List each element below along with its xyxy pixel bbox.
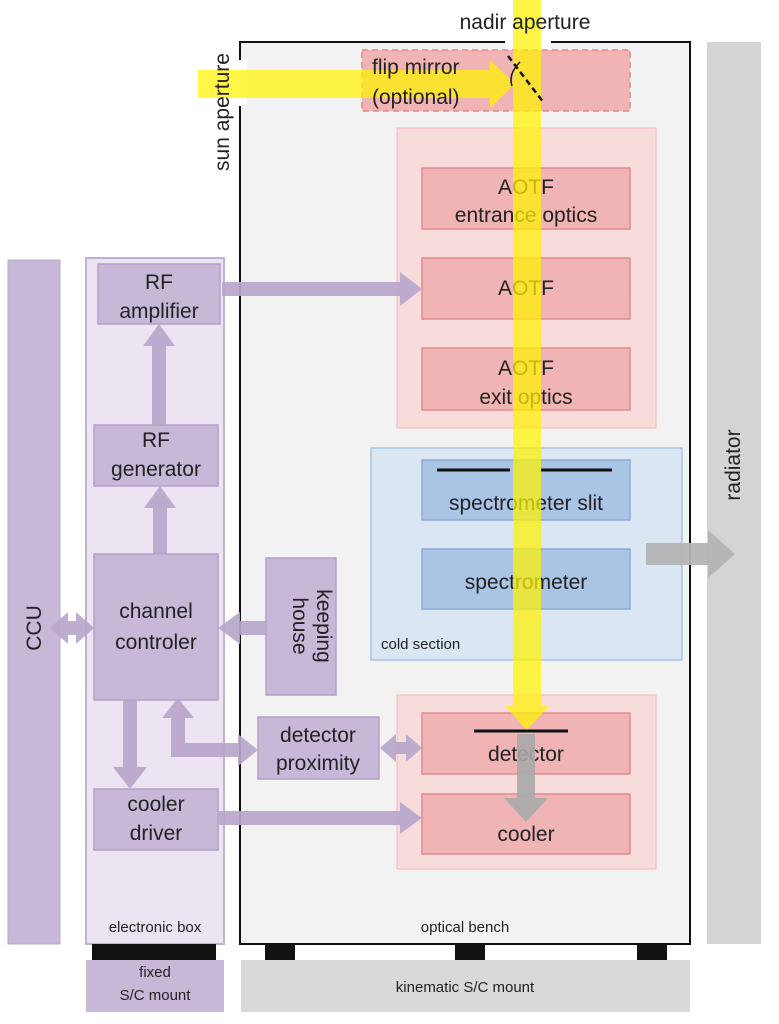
rf-amplifier-label-line1: RF	[145, 271, 173, 294]
radiator-label: radiator	[722, 429, 745, 500]
detector-proximity-label-line1: detector	[280, 724, 356, 747]
cooler-driver-label-line2: driver	[130, 822, 183, 845]
ccu-panel	[7, 259, 61, 945]
detector-proximity-label-line2: proximity	[276, 752, 361, 775]
arrow-channel-to-cooler-driver	[113, 700, 147, 789]
fixed-mount	[86, 960, 224, 1012]
arrow-housekeeping-to-channel	[218, 612, 266, 644]
optical-bench-label: optical bench	[421, 919, 509, 936]
arrow-cold-to-radiator	[646, 530, 735, 578]
flip-mirror-label-line2: (optional)	[372, 86, 460, 109]
nadir-aperture-label: nadir aperture	[460, 11, 591, 34]
cold-section-label: cold section	[381, 636, 460, 653]
channel-controller	[93, 553, 219, 701]
electronic-box-base	[92, 944, 216, 960]
flip-mirror-label-line1: flip mirror	[372, 56, 460, 79]
sun-beam	[198, 60, 515, 108]
kinematic-mount	[241, 960, 690, 1012]
sun-aperture-label: sun aperture	[211, 53, 234, 171]
bench-foot-middle	[455, 944, 485, 960]
arrow-proximity-detector	[380, 734, 422, 762]
arrow-cooler-driver-to-cooler	[218, 802, 422, 834]
rf-generator-label-line1: RF	[142, 429, 170, 452]
arrow-channel-detector-proximity	[162, 698, 258, 766]
rf-generator	[93, 424, 219, 487]
arrow-detector-to-cooler	[504, 734, 548, 822]
arrow-channel-to-rfgen	[144, 486, 176, 554]
kinematic-mount-label: kinematic S/C mount	[396, 979, 535, 996]
fixed-mount-label-line1: fixed	[139, 964, 171, 981]
channel-controller-label-line2: controler	[115, 631, 197, 654]
electronic-box-label: electronic box	[109, 919, 202, 936]
cooler-driver	[93, 788, 219, 851]
arrow-ccu-channel	[50, 612, 94, 644]
rf-generator-label-line2: generator	[111, 458, 201, 481]
channel-controller-label-line1: channel	[119, 600, 193, 623]
cooler-driver-label-line1: cooler	[127, 793, 184, 816]
fixed-mount-label-line2: S/C mount	[120, 987, 192, 1004]
arrow-rfamp-to-aotf	[222, 272, 422, 306]
ccu-label: CCU	[23, 605, 46, 651]
housekeeping	[265, 557, 337, 696]
rf-amplifier-label-line2: amplifier	[119, 300, 198, 323]
nadir-beam	[505, 0, 549, 730]
flip-mirror-arc	[510, 61, 521, 87]
housekeeping-label-line2: keeping	[312, 589, 335, 663]
arrow-rfgen-to-rfamp	[143, 324, 175, 425]
bench-foot-left	[265, 944, 295, 960]
housekeeping-label-line1: house	[288, 597, 311, 654]
radiator-panel	[707, 42, 761, 944]
detector-proximity	[257, 716, 380, 780]
cooler-label: cooler	[497, 823, 554, 846]
bench-foot-right	[637, 944, 667, 960]
